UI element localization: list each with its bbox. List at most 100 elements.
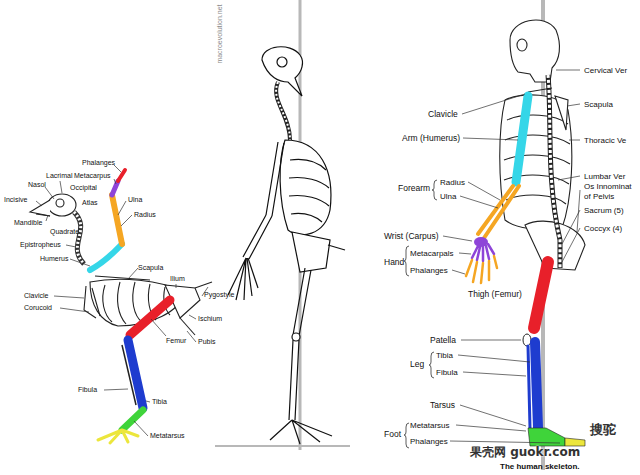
human-metacarpals — [472, 244, 494, 261]
bird-humerus — [90, 244, 122, 270]
bone-label: Radius — [440, 178, 465, 187]
upright-bird-skeleton — [292, 232, 330, 272]
spine — [276, 82, 290, 140]
bone-label: Thoracic Ve — [584, 136, 626, 145]
bone-label: Fibula — [436, 368, 458, 377]
bone-label: Ulna — [440, 192, 456, 201]
bone-label: Radius — [134, 211, 156, 219]
bone-label: Epistropheus — [20, 241, 61, 249]
bone-label: of Pelvis — [584, 192, 614, 201]
bone-label: Ilium — [170, 275, 185, 283]
plumb-line — [215, 0, 543, 470]
upright-bird-skeleton — [328, 245, 345, 250]
bone-label: Lumbar Ver — [584, 172, 625, 181]
bird-femur — [130, 300, 170, 335]
bird-femur — [130, 300, 170, 335]
human-patella — [523, 334, 531, 346]
spine — [276, 82, 290, 140]
upright-bird-skeleton — [266, 142, 284, 216]
watermark: 果壳网 guokr.com — [470, 446, 580, 460]
upright-bird-skeleton — [270, 420, 332, 444]
bird-skeleton — [74, 212, 84, 264]
human-tibia — [528, 346, 530, 428]
bone-label: Coccyx (4) — [584, 224, 622, 233]
spine — [276, 82, 290, 140]
bird-toes — [98, 430, 138, 443]
bird-skeleton — [48, 194, 76, 216]
human-humerus — [516, 96, 528, 182]
human-skeleton — [555, 96, 568, 130]
bone-label: Metatarsus — [410, 421, 450, 430]
leader-line — [36, 165, 208, 436]
bone-label: Clavicle — [428, 110, 458, 120]
upright-bird-skeleton — [280, 140, 331, 235]
bone-label: Clavicle — [24, 292, 49, 300]
bird-phalanges — [118, 170, 125, 181]
human-skeleton — [500, 20, 585, 270]
human-foot — [528, 428, 585, 446]
bone-label: Thigh (Femur) — [468, 290, 522, 300]
bone-label: Scapula — [138, 264, 163, 272]
bone-label: Ulna — [128, 196, 142, 204]
human-forearm — [478, 186, 519, 238]
group-label: Foot — [384, 430, 401, 440]
bone-label: Tibia — [152, 398, 167, 406]
bone-label: Lacrimal — [46, 172, 72, 180]
watermark: macroevolution.net — [216, 4, 224, 63]
bird-phalanges — [118, 170, 125, 181]
human-humerus — [516, 96, 528, 182]
bone-label: Os Innominat — [584, 182, 632, 191]
bone-label: Corucoid — [24, 304, 52, 312]
bone-label: Fibula — [78, 386, 97, 394]
leader-line — [443, 70, 580, 443]
bone-label: Metacarpals — [410, 249, 454, 258]
bird-toes — [98, 430, 138, 443]
upright-bird-skeleton — [277, 57, 287, 67]
bird-skeleton — [180, 318, 195, 335]
bone-label: Occipital — [70, 184, 97, 192]
human-spine — [548, 75, 560, 268]
leader-line — [36, 165, 208, 436]
bone-label: Pygostyle — [204, 291, 234, 299]
bird-metacarpus — [112, 181, 118, 195]
upright-bird-skeleton — [289, 340, 299, 420]
bone-label: Nasol — [28, 181, 46, 189]
bone-label: Atlas — [82, 199, 98, 207]
human-metacarpals — [472, 244, 494, 261]
upright-bird-skeleton — [243, 215, 272, 259]
bird-skeleton — [195, 282, 212, 288]
bird-tibia — [128, 340, 143, 408]
bird-skeleton — [30, 200, 50, 216]
bone-label: Phalanges — [410, 437, 448, 446]
upright-bird-skeleton — [228, 47, 345, 444]
bird-skeleton — [95, 276, 150, 280]
bone-label: Metatarsus — [150, 432, 185, 440]
human-phalanges — [466, 256, 497, 283]
bird-skeleton — [56, 199, 64, 207]
bone-label: Metacarpus — [74, 172, 111, 180]
human-skeleton — [517, 39, 527, 51]
bone-label: Ischium — [198, 315, 222, 323]
bone-label: Scapula — [584, 100, 613, 109]
human-spine — [548, 75, 560, 268]
group-label: Leg — [410, 360, 424, 370]
plumb-line — [215, 445, 350, 447]
bird-metacarpus — [112, 181, 118, 195]
human-skeleton — [510, 20, 559, 82]
bone-label: Wrist (Carpus) — [384, 232, 439, 242]
bone-label: Tibia — [436, 351, 453, 360]
bird-skeleton — [84, 286, 100, 318]
upright-bird-skeleton — [262, 47, 302, 96]
bone-label: Mandible — [14, 219, 42, 227]
bird-ulna-radius — [112, 195, 122, 244]
bone-label: Pubis — [198, 338, 216, 346]
bone-label: Patella — [430, 336, 456, 346]
upright-bird-skeleton — [289, 159, 329, 222]
human-foot — [565, 438, 585, 446]
human-femur — [534, 262, 548, 328]
bone-label: Sacrum (5) — [584, 206, 624, 215]
group-label: Hand — [384, 258, 404, 268]
bone-label: Cervical Ver — [584, 66, 627, 75]
bird-skeleton — [74, 212, 84, 264]
